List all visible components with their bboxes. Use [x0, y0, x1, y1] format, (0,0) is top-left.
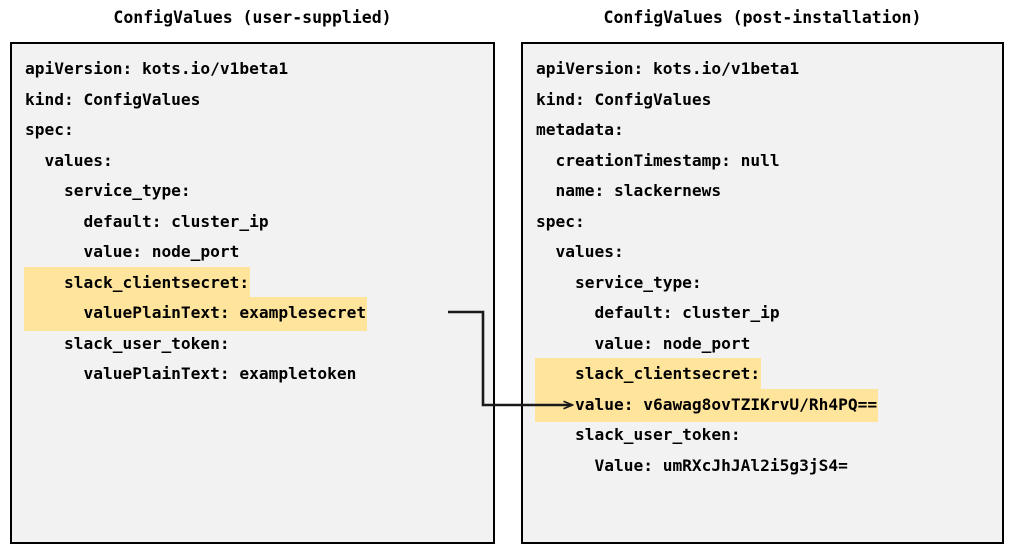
yaml-code-block-user-supplied: apiVersion: kots.io/v1beta1 kind: ConfigV… [12, 53, 493, 389]
yaml-line-highlighted-text: slack_clientsecret: [535, 358, 762, 392]
yaml-line-text: spec: [25, 120, 74, 139]
yaml-line-text: apiVersion: kots.io/v1beta1 [536, 59, 800, 78]
yaml-line-highlighted-text: slack_clientsecret: [24, 266, 251, 300]
yaml-line: Value: umRXcJhJAl2i5g3jS4= [523, 450, 1002, 481]
yaml-line: slack_user_token: [12, 328, 493, 359]
yaml-line: slack_clientsecret: [523, 358, 1002, 392]
yaml-line: default: cluster_ip [523, 297, 1002, 328]
yaml-line: metadata: [523, 114, 1002, 145]
yaml-line: slack_clientsecret: [12, 266, 493, 300]
yaml-line-highlighted-text: value: v6awag8ovTZIKrvU/Rh4PQ== [535, 388, 879, 422]
yaml-line: value: node_port [523, 328, 1002, 359]
config-values-user-supplied-panel: apiVersion: kots.io/v1beta1 kind: ConfigV… [10, 42, 495, 544]
yaml-line-text: slack_user_token: [536, 425, 741, 444]
yaml-line: valuePlainText: examplesecret [12, 297, 493, 331]
yaml-line-text: kind: ConfigValues [25, 89, 201, 109]
yaml-line-text: name: slackernews [536, 181, 722, 200]
yaml-line-text: service_type: [536, 272, 702, 292]
yaml-line-text: default: cluster_ip [25, 211, 269, 231]
yaml-line-text: slack_user_token: [25, 333, 230, 353]
yaml-code-block-post-installation: apiVersion: kots.io/v1beta1 kind: ConfigV… [523, 53, 1002, 480]
yaml-line: apiVersion: kots.io/v1beta1 [523, 53, 1002, 84]
yaml-line: slack_user_token: [523, 419, 1002, 450]
yaml-line-text: value: node_port [25, 242, 240, 261]
yaml-line: apiVersion: kots.io/v1beta1 [12, 53, 493, 84]
yaml-line-text: Value: umRXcJhJAl2i5g3jS4= [536, 455, 848, 475]
yaml-line: kind: ConfigValues [523, 84, 1002, 115]
yaml-line-text: apiVersion: kots.io/v1beta1 [25, 59, 289, 78]
yaml-line: service_type: [523, 267, 1002, 298]
yaml-line: value: node_port [12, 236, 493, 267]
yaml-line: values: [523, 236, 1002, 267]
yaml-line-highlighted-text: valuePlainText: examplesecret [24, 297, 368, 331]
yaml-line-text: value: node_port [536, 333, 751, 353]
yaml-line-text: spec: [536, 211, 585, 231]
panel-title-post-installation: ConfigValues (post-installation) [603, 8, 922, 27]
yaml-line: kind: ConfigValues [12, 84, 493, 115]
yaml-line-text: creationTimestamp: null [536, 150, 780, 170]
yaml-line: value: v6awag8ovTZIKrvU/Rh4PQ== [523, 388, 1002, 422]
yaml-line: service_type: [12, 175, 493, 206]
yaml-line-text: kind: ConfigValues [536, 89, 712, 109]
panel-title-user-supplied: ConfigValues (user-supplied) [113, 8, 392, 27]
yaml-line: valuePlainText: exampletoken [12, 358, 493, 389]
config-values-post-installation-panel: apiVersion: kots.io/v1beta1 kind: ConfigV… [521, 42, 1004, 544]
yaml-line-text: values: [536, 242, 624, 261]
yaml-line-text: default: cluster_ip [536, 303, 780, 322]
yaml-line-text: valuePlainText: exampletoken [25, 364, 357, 383]
yaml-line: spec: [12, 114, 493, 145]
yaml-line-text: service_type: [25, 181, 191, 200]
yaml-line: default: cluster_ip [12, 206, 493, 237]
yaml-line-text: metadata: [536, 120, 624, 139]
yaml-line: values: [12, 145, 493, 176]
yaml-line: creationTimestamp: null [523, 145, 1002, 176]
yaml-line-text: values: [25, 150, 113, 170]
yaml-line: spec: [523, 206, 1002, 237]
yaml-line: name: slackernews [523, 175, 1002, 206]
